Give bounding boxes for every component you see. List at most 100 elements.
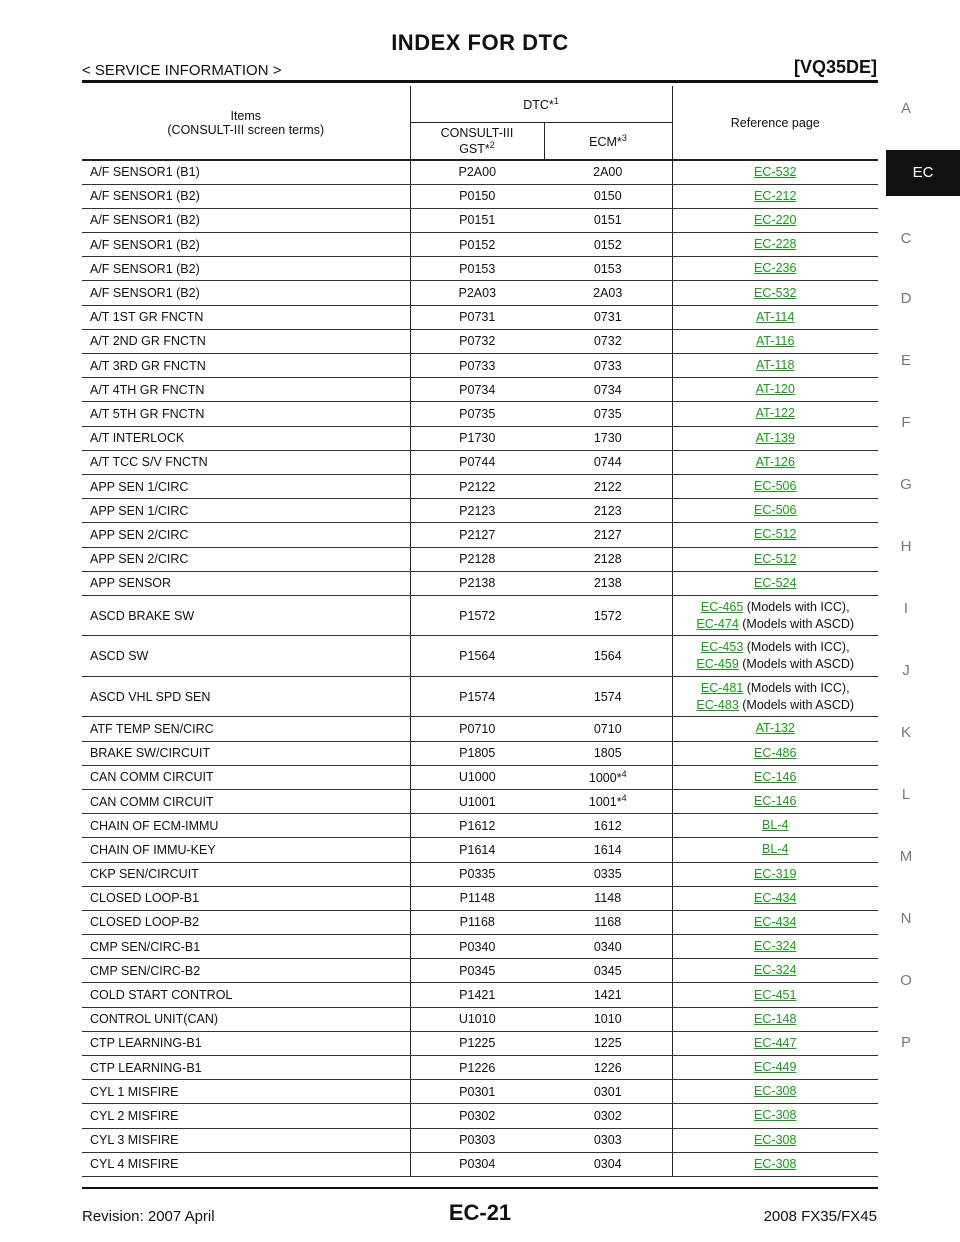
ecm-code-cell: 1730 xyxy=(544,426,672,451)
section-tab-f[interactable]: F xyxy=(901,414,911,431)
reference-link[interactable]: AT-139 xyxy=(755,430,795,445)
reference-link[interactable]: EC-449 xyxy=(754,1060,797,1075)
section-tab-p[interactable]: P xyxy=(900,1034,911,1051)
ecm-code: 0733 xyxy=(593,358,622,373)
reference-link[interactable]: AT-122 xyxy=(755,406,795,421)
reference-link[interactable]: AT-118 xyxy=(756,358,795,373)
consult-code-cell: P2A00 xyxy=(409,160,544,185)
section-tab-d[interactable]: D xyxy=(900,290,912,307)
reference-cell: EC-308 xyxy=(671,1128,878,1153)
item-cell: A/F SENSOR1 (B2) xyxy=(82,256,410,282)
reference-link[interactable]: EC-453 xyxy=(700,640,744,655)
reference-link[interactable]: AT-132 xyxy=(755,721,795,736)
item-cell: CLOSED LOOP-B2 xyxy=(82,910,410,936)
section-tab-l[interactable]: L xyxy=(901,786,911,803)
reference-link[interactable]: AT-114 xyxy=(756,309,795,324)
reference-link[interactable]: EC-506 xyxy=(754,479,797,494)
reference-link[interactable]: EC-308 xyxy=(754,1156,797,1171)
reference-link[interactable]: EC-532 xyxy=(754,164,797,179)
reference-link[interactable]: EC-434 xyxy=(754,914,797,929)
consult-code-cell: P0303 xyxy=(409,1128,544,1153)
ecm-code: 1564 xyxy=(593,649,622,664)
section-tab-g[interactable]: G xyxy=(900,476,912,493)
reference-link[interactable]: EC-459 xyxy=(696,657,739,672)
ecm-code-cell: 0340 xyxy=(544,934,672,960)
reference-link[interactable]: EC-324 xyxy=(754,963,797,978)
consult-code-cell: P0345 xyxy=(409,958,544,984)
reference-link[interactable]: AT-120 xyxy=(755,382,795,397)
item-cell: ASCD VHL SPD SEN xyxy=(82,676,410,718)
reference-link[interactable]: EC-465 xyxy=(700,599,744,614)
section-tab-n[interactable]: N xyxy=(900,910,912,927)
section-tab-ec[interactable]: EC xyxy=(886,150,960,196)
reference-link[interactable]: EC-481 xyxy=(700,680,744,695)
section-tab-a[interactable]: A xyxy=(900,100,911,117)
section-tab-m[interactable]: M xyxy=(899,848,913,865)
ecm-code: 2138 xyxy=(593,576,622,591)
ecm-code-cell: 0710 xyxy=(544,716,672,742)
item-cell: CAN COMM CIRCUIT xyxy=(82,765,410,790)
reference-link[interactable]: EC-486 xyxy=(754,745,797,760)
reference-link[interactable]: EC-236 xyxy=(754,261,797,276)
item-cell: A/T 3RD GR FNCTN xyxy=(82,353,410,379)
reference-link[interactable]: EC-506 xyxy=(754,503,797,518)
reference-cell: EC-434 xyxy=(671,886,878,911)
reference-link[interactable]: BL-4 xyxy=(762,842,789,857)
section-tab-h[interactable]: H xyxy=(900,538,912,555)
consult-code-cell: P2128 xyxy=(409,547,544,572)
reference-cell: EC-453 (Models with ICC),EC-459 (Models … xyxy=(671,635,878,677)
reference-link[interactable]: AT-126 xyxy=(755,454,795,469)
reference-link[interactable]: BL-4 xyxy=(762,818,789,833)
section-tab-k[interactable]: K xyxy=(900,724,911,741)
reference-link[interactable]: EC-220 xyxy=(754,212,797,227)
consult-code-cell: P0731 xyxy=(409,305,544,330)
consult-code-cell: P2127 xyxy=(409,522,544,548)
reference-link[interactable]: AT-116 xyxy=(756,333,795,348)
ecm-code-cell: 1148 xyxy=(544,886,672,911)
reference-link[interactable]: EC-483 xyxy=(696,697,739,712)
section-tab-j[interactable]: J xyxy=(902,662,910,679)
ecm-code-cell: 2A00 xyxy=(544,160,672,185)
reference-link[interactable]: EC-447 xyxy=(754,1035,797,1050)
reference-link[interactable]: EC-324 xyxy=(754,939,797,954)
consult-code-cell: P0304 xyxy=(409,1152,544,1177)
reference-link[interactable]: EC-146 xyxy=(754,794,797,809)
reference-link[interactable]: EC-308 xyxy=(754,1108,797,1123)
section-tab-i[interactable]: I xyxy=(903,600,909,617)
engine-code: [VQ35DE] xyxy=(793,57,877,77)
section-tab-e[interactable]: E xyxy=(900,352,911,369)
section-tab-c[interactable]: C xyxy=(900,230,912,247)
reference-link[interactable]: EC-308 xyxy=(754,1132,797,1147)
reference-link[interactable]: EC-146 xyxy=(754,769,797,784)
reference-link[interactable]: EC-524 xyxy=(754,575,797,590)
consult-code-cell: P0153 xyxy=(409,256,544,282)
reference-link[interactable]: EC-532 xyxy=(754,285,797,300)
ecm-code-cell: 1000*4 xyxy=(544,765,672,790)
reference-link[interactable]: EC-212 xyxy=(754,188,797,203)
ecm-code: 0150 xyxy=(593,189,622,204)
ecm-code: 2A00 xyxy=(593,165,623,180)
reference-link[interactable]: EC-228 xyxy=(754,237,797,252)
reference-link[interactable]: EC-148 xyxy=(754,1011,797,1026)
ecm-code-cell: 0150 xyxy=(544,184,672,209)
ecm-code: 0304 xyxy=(593,1157,622,1172)
reference-link[interactable]: EC-434 xyxy=(754,890,797,905)
consult-code-cell: P0301 xyxy=(409,1079,544,1105)
reference-link[interactable]: EC-308 xyxy=(754,1084,797,1099)
reference-link[interactable]: EC-319 xyxy=(754,866,797,881)
section-tab-o[interactable]: O xyxy=(900,972,912,989)
reference-link[interactable]: EC-512 xyxy=(754,527,797,542)
ecm-code-cell: 0152 xyxy=(544,232,672,258)
reference-cell: EC-465 (Models with ICC),EC-474 (Models … xyxy=(671,595,878,637)
consult-code-cell: P1148 xyxy=(409,886,544,911)
consult-code-cell: P0733 xyxy=(409,353,544,379)
ecm-code-cell: 1564 xyxy=(544,635,672,677)
reference-link[interactable]: EC-451 xyxy=(754,987,797,1002)
reference-link[interactable]: EC-512 xyxy=(754,551,797,566)
item-cell: CHAIN OF ECM-IMMU xyxy=(82,813,410,839)
reference-link[interactable]: EC-474 xyxy=(696,616,739,631)
